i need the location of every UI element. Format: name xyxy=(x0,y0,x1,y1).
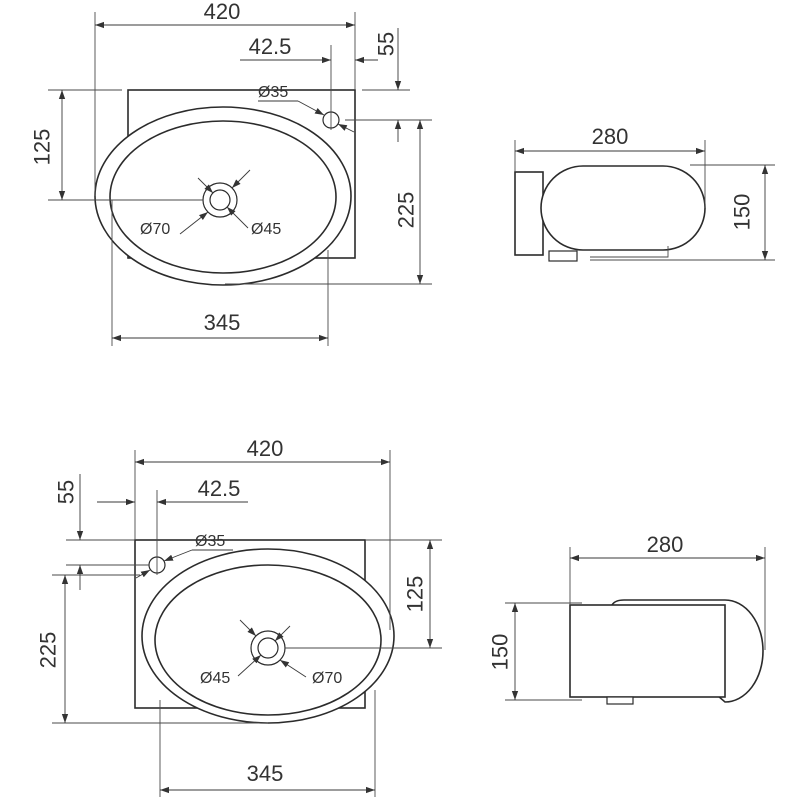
dimension-label-tap-horizontal: 42.5 xyxy=(249,34,292,59)
leader-drain-inner xyxy=(274,625,291,642)
dimension-label-drain-offset: 125 xyxy=(403,576,428,613)
drain-tail xyxy=(548,250,578,262)
dimension-label-width: 420 xyxy=(247,436,284,461)
top-side-view: 280 150 xyxy=(514,124,775,262)
dimension-label-depth: 225 xyxy=(36,632,61,669)
dimension-label-height: 150 xyxy=(730,194,755,231)
leader-tap-hole xyxy=(163,549,193,562)
leader-drain-outer xyxy=(239,619,257,637)
dimension-label-tap-vertical: 55 xyxy=(374,32,399,56)
dimension-label-tap-hole: Ø35 xyxy=(258,84,288,101)
basin-side-body xyxy=(569,604,726,698)
dimension-label-drain-outer: Ø70 xyxy=(140,221,170,238)
drain-inner-ring xyxy=(257,637,279,659)
dimension-label-bowl-width: 345 xyxy=(247,761,284,786)
base-line xyxy=(590,246,669,258)
wall-mount-block xyxy=(514,171,544,256)
bottom-plan-view: 420 42.5 55 Ø35 225 125 Ø45 Ø70 345 xyxy=(36,436,442,797)
dimension-label-drain-inner: Ø45 xyxy=(200,670,230,687)
dimension-label-drain-offset: 125 xyxy=(30,129,55,166)
dimension-label-length: 280 xyxy=(592,124,629,149)
leader-drain-outer xyxy=(279,659,307,678)
leader-tap-hole xyxy=(337,123,355,133)
leader-drain-outer xyxy=(179,211,209,235)
leader-tap-hole xyxy=(135,569,151,579)
dimension-label-tap-vertical: 55 xyxy=(54,480,79,504)
dimension-label-depth: 225 xyxy=(394,192,419,229)
leader-drain-inner xyxy=(226,206,249,229)
dimension-label-tap-hole: Ø35 xyxy=(195,533,225,550)
dimension-label-drain-outer: Ø70 xyxy=(312,670,342,687)
leader-tap-hole xyxy=(297,100,325,116)
leader-drain-inner xyxy=(237,654,262,677)
top-plan-view: 420 42.5 55 Ø35 125 225 Ø70 Ø45 345 xyxy=(30,0,432,346)
dimension-label-width: 420 xyxy=(204,0,241,24)
dimension-label-drain-inner: Ø45 xyxy=(251,221,281,238)
dimension-label-length: 280 xyxy=(647,532,684,557)
drain-inner-ring xyxy=(209,189,231,211)
basin-side-profile xyxy=(540,165,706,251)
leader-drain-outer xyxy=(231,169,251,189)
drain-tail xyxy=(606,696,634,705)
bottom-side-view: 280 150 xyxy=(488,532,766,705)
dimension-label-height: 150 xyxy=(488,634,513,671)
leader-drain-inner xyxy=(197,177,214,194)
dimension-label-tap-horizontal: 42.5 xyxy=(198,476,241,501)
dimension-label-bowl-width: 345 xyxy=(204,310,241,335)
